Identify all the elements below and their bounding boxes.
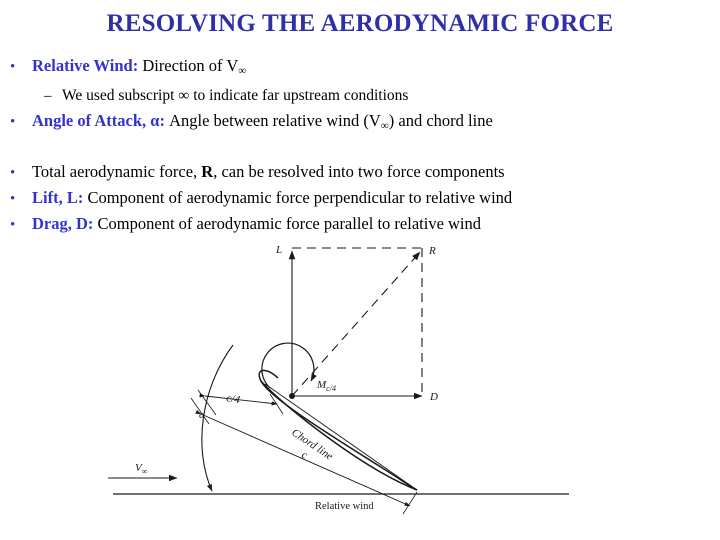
- chord-line-label: Chord line: [289, 427, 335, 463]
- bullet-lead: Lift, L:: [32, 188, 84, 208]
- dash-marker-icon: –: [44, 88, 52, 105]
- bullet-list: • Relative Wind: Direction of V∞ – We us…: [10, 54, 710, 238]
- bullet-rest: Direction of V: [138, 56, 239, 75]
- freestream-label: V∞: [135, 462, 148, 476]
- relative-wind-caption: Relative wind: [315, 501, 374, 512]
- bullet-marker-icon: •: [10, 114, 16, 131]
- airfoil-upper-surface: [258, 369, 418, 491]
- lift-label: L: [275, 244, 282, 256]
- bullet-text: Total aerodynamic force, R, can be resol…: [32, 160, 710, 184]
- alpha-label: α: [199, 409, 205, 421]
- list-item: • Drag, D: Component of aerodynamic forc…: [10, 212, 710, 237]
- resultant-symbol: R: [201, 162, 214, 182]
- bullet-rest: Component of aerodynamic force parallel …: [93, 214, 482, 234]
- list-item-sub: – We used subscript ∞ to indicate far up…: [44, 84, 710, 108]
- bullet-marker-icon: •: [10, 217, 16, 234]
- bullet-text: Relative Wind: Direction of V∞: [32, 54, 710, 83]
- cquarter-label: c/4: [225, 392, 241, 406]
- bullet-rest-pre: Total aerodynamic force,: [32, 162, 202, 182]
- infinity-subscript: ∞: [238, 65, 247, 78]
- bullet-rest: Angle between relative wind (V: [164, 111, 381, 131]
- chord-extension-right: [402, 491, 418, 515]
- moment-arc: [261, 342, 317, 389]
- chord-dimension-line: [195, 409, 411, 507]
- chord-label: c: [300, 449, 309, 462]
- aerodynamic-center-dot: [289, 393, 295, 399]
- bullet-marker-icon: •: [10, 191, 16, 208]
- drag-label: D: [429, 391, 438, 403]
- bullet-tail: ) and chord line: [388, 111, 493, 131]
- page-title: RESOLVING THE AERODYNAMIC FORCE: [106, 10, 614, 37]
- bullet-text: Drag, D: Component of aerodynamic force …: [32, 212, 710, 236]
- bullet-text: Lift, L: Component of aerodynamic force …: [32, 186, 710, 210]
- list-item: • Lift, L: Component of aerodynamic forc…: [10, 186, 710, 211]
- bullet-rest: Component of aerodynamic force perpendic…: [83, 188, 513, 208]
- bullet-text: Angle of Attack, α: Angle between relati…: [32, 109, 710, 138]
- list-item: • Relative Wind: Direction of V∞: [10, 54, 710, 83]
- bullet-lead: Drag, D:: [32, 214, 94, 234]
- bullet-text: We used subscript ∞ to indicate far upst…: [62, 87, 409, 105]
- list-item: • Total aerodynamic force, R, can be res…: [10, 160, 710, 185]
- chord-line: [264, 383, 418, 491]
- airfoil-force-diagram: L R D Mc/4 Chord line c/4: [95, 238, 615, 538]
- bullet-marker-icon: •: [10, 59, 16, 75]
- bullet-lead: Angle of Attack, α:: [32, 111, 165, 131]
- list-item: • Angle of Attack, α: Angle between rela…: [10, 109, 710, 138]
- blank-line: [10, 139, 710, 160]
- resultant-vector: [291, 251, 421, 397]
- angle-of-attack-arc: [201, 344, 234, 492]
- bullet-marker-icon: •: [10, 165, 16, 182]
- infinity-subscript: ∞: [380, 120, 389, 133]
- bullet-rest-post: , can be resolved into two force compone…: [213, 162, 505, 182]
- resultant-label: R: [428, 245, 436, 257]
- bullet-lead: Relative Wind:: [32, 56, 139, 75]
- cquarter-dimension-line: [199, 393, 278, 406]
- moment-label: Mc/4: [316, 379, 336, 393]
